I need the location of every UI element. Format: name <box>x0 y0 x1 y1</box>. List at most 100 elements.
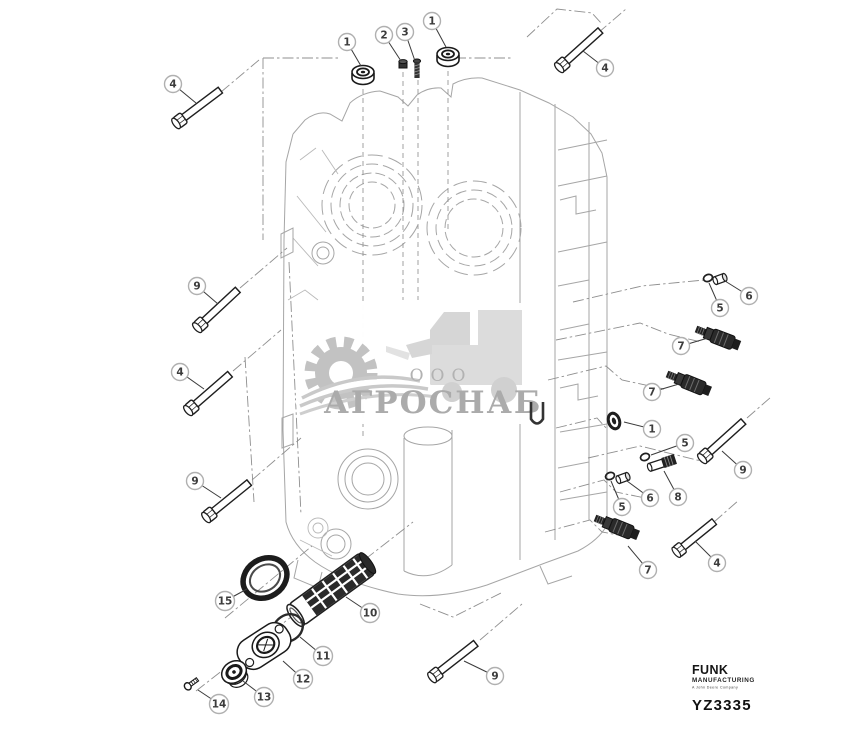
callout-number: 4 <box>169 79 176 91</box>
callout-12: 12 <box>282 660 314 690</box>
callout-balloon <box>595 58 615 78</box>
watermark: ООО АГРОСНАБ <box>294 303 543 424</box>
callout-balloon <box>185 471 205 491</box>
brand-block: FUNK MANUFACTURING A John Deere Company … <box>692 663 755 714</box>
part-sensor-7-upper <box>692 321 743 353</box>
callout-2: 2 <box>374 25 402 62</box>
part-plug-1-left <box>351 64 375 86</box>
callout-number: 5 <box>681 438 688 450</box>
callout-balloon <box>187 276 207 296</box>
callout-number: 8 <box>674 492 681 504</box>
part-screw-3 <box>412 58 422 78</box>
callout-6: 6 <box>626 480 660 508</box>
callout-balloon <box>739 286 759 306</box>
callout-number: 15 <box>218 596 233 608</box>
callout-4: 4 <box>582 50 615 78</box>
callout-5: 5 <box>650 433 695 456</box>
callout-number: 6 <box>745 291 752 303</box>
callout-balloon <box>292 668 314 690</box>
part-nut-2 <box>398 59 408 69</box>
callout-number: 11 <box>316 651 331 663</box>
callout-balloon <box>422 11 442 31</box>
callout-number: 5 <box>716 303 723 315</box>
part-bolt-9-right <box>695 416 749 466</box>
callout-balloon <box>675 433 695 453</box>
callout-number: 7 <box>677 341 684 353</box>
callout-balloon <box>640 488 660 508</box>
callout-number: 4 <box>176 367 183 379</box>
callout-balloon <box>642 382 662 402</box>
callout-number: 5 <box>618 502 625 514</box>
callout-number: 14 <box>212 699 227 711</box>
u-clip-detail <box>529 402 545 425</box>
callout-14: 14 <box>197 689 230 715</box>
callout-balloon <box>612 497 632 517</box>
callout-number: 13 <box>257 692 272 704</box>
callout-number: 6 <box>646 493 653 505</box>
callout-number: 4 <box>601 63 608 75</box>
callout-1: 1 <box>422 11 447 48</box>
brand-line3: A John Deere Company <box>692 686 738 690</box>
callout-number: 2 <box>380 30 387 42</box>
part-bolt-9-bottom <box>425 637 481 685</box>
part-cap-13 <box>220 659 249 688</box>
callout-balloon <box>208 693 230 715</box>
brand-line2: MANUFACTURING <box>692 677 755 684</box>
callout-number: 7 <box>644 565 651 577</box>
callout-balloon <box>395 22 415 42</box>
callout-balloon <box>638 560 658 580</box>
part-plug-1-right <box>436 46 460 68</box>
callout-number: 3 <box>401 27 408 39</box>
callout-9: 9 <box>187 276 219 305</box>
part-seal-15 <box>240 554 290 602</box>
callout-7: 7 <box>671 336 709 356</box>
callout-balloon <box>733 460 753 480</box>
callout-7: 7 <box>627 545 658 580</box>
part-fitting-8 <box>646 454 677 472</box>
callout-number: 9 <box>491 671 498 683</box>
callout-balloon <box>642 419 662 439</box>
brand-name: FUNK <box>692 663 728 677</box>
callout-number: 9 <box>191 476 198 488</box>
part-bolt-4-top-left <box>169 84 225 131</box>
callout-balloon <box>374 25 394 45</box>
parts-layer <box>169 25 749 691</box>
callout-balloon <box>707 553 727 573</box>
part-bolt-4-right-lower <box>669 516 719 560</box>
part-oring-5-lower <box>603 470 617 482</box>
callout-3: 3 <box>395 22 416 62</box>
callout-6: 6 <box>724 280 759 306</box>
callout-7: 7 <box>642 382 680 402</box>
callout-balloon <box>359 602 381 624</box>
callout-1: 1 <box>337 32 362 67</box>
watermark-swoosh <box>294 375 437 416</box>
callout-balloon <box>214 590 236 612</box>
part-sensor-7-middle <box>663 367 714 399</box>
callout-balloon <box>668 487 688 507</box>
part-plug-1-side <box>606 411 622 431</box>
part-oring-5-middle <box>638 451 652 463</box>
callout-number: 1 <box>343 37 350 49</box>
watermark-agrosnab-text: АГРОСНАБ <box>324 385 543 421</box>
part-bolt-4-left-middle <box>181 368 235 418</box>
callout-balloon <box>170 362 190 382</box>
callout-balloon <box>163 74 183 94</box>
callout-5: 5 <box>708 282 730 318</box>
callout-number: 9 <box>193 281 200 293</box>
callout-9: 9 <box>463 660 505 686</box>
transmission-housing-line-art <box>280 77 608 597</box>
callout-9: 9 <box>721 450 753 480</box>
callout-number: 10 <box>363 608 378 620</box>
callout-5: 5 <box>610 480 632 517</box>
callout-balloon <box>312 645 334 667</box>
callout-balloon <box>253 686 275 708</box>
part-sensor-7-lower <box>591 511 642 543</box>
part-filter-10 <box>286 552 377 628</box>
callout-11: 11 <box>299 636 334 667</box>
callout-4: 4 <box>163 74 197 104</box>
part-plug-6-upper <box>711 272 729 286</box>
callout-number: 1 <box>648 424 655 436</box>
